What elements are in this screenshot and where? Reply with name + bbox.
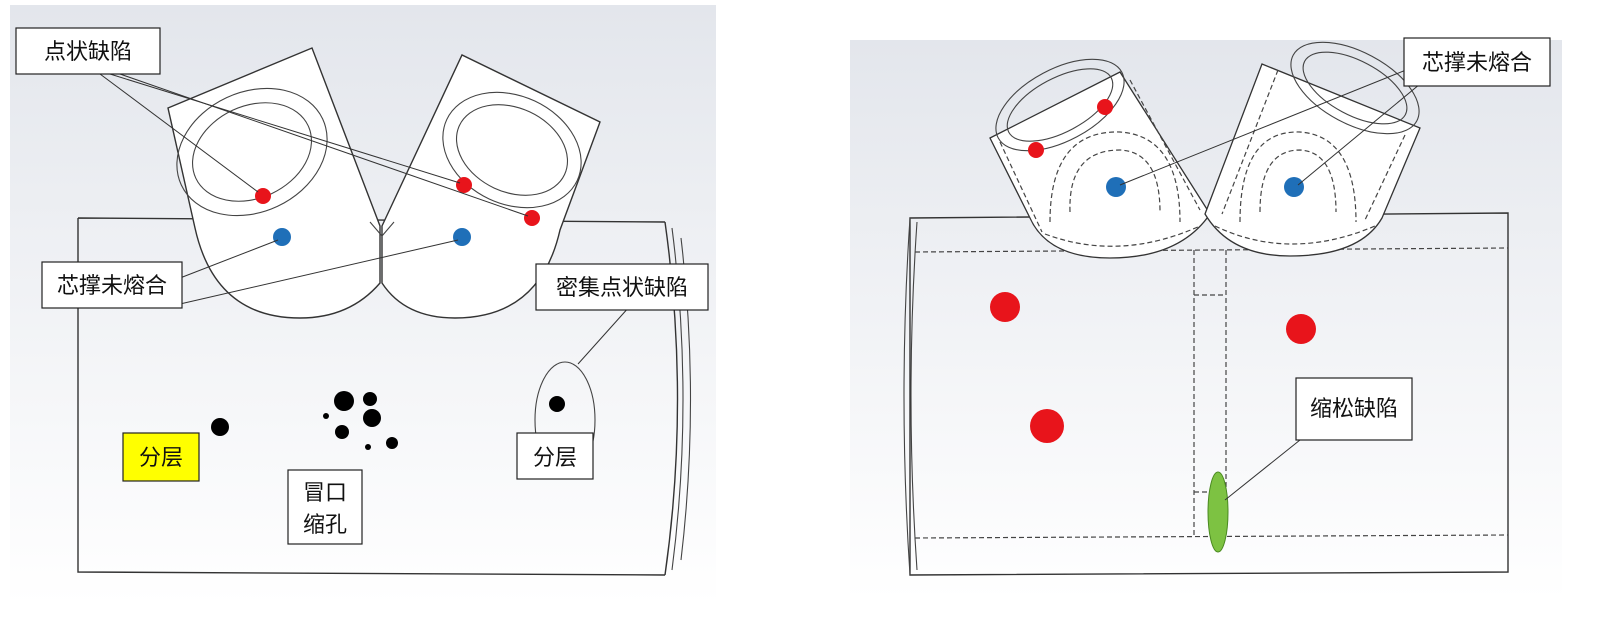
dense-defect-marker	[549, 396, 565, 412]
label-delamination-yellow-text: 分层	[139, 446, 183, 471]
point-defect-marker	[255, 188, 271, 204]
right-left-branch-pipe	[989, 58, 1211, 259]
left-panel: 点状缺陷 芯撑未熔合 密集点状缺陷 分层 冒口 缩孔 分层	[10, 5, 716, 605]
right-panel-background	[850, 40, 1562, 600]
label-delamination-yellow: 分层	[122, 432, 200, 482]
left-leader-lines	[99, 73, 631, 365]
riser-shrinkage-cluster	[323, 391, 398, 450]
label-shrinkage-porosity: 缩松缺陷	[1295, 377, 1413, 441]
left-branch-pipe	[167, 47, 381, 319]
point-defect-marker	[524, 210, 540, 226]
chaplet-marker	[1284, 177, 1304, 197]
right-panel: 芯撑未熔合 缩松缺陷	[850, 37, 1562, 600]
chaplet-marker	[273, 228, 291, 246]
shrinkage-porosity-marker	[1207, 471, 1229, 553]
right-right-branch-pipe	[1204, 41, 1421, 257]
point-defect-marker	[1286, 314, 1316, 344]
point-defect-marker	[1097, 99, 1113, 115]
chaplet-marker	[453, 228, 471, 246]
label-shrinkage-porosity-text: 缩松缺陷	[1310, 397, 1398, 422]
label-chaplet-unfused-text: 芯撑未熔合	[57, 274, 167, 299]
label-dense-point-defect-text: 密集点状缺陷	[556, 276, 688, 301]
label-riser-text: 冒口	[303, 481, 347, 506]
label-dense-point-defect: 密集点状缺陷	[535, 263, 709, 311]
label-chaplet-unfused-right-text: 芯撑未熔合	[1422, 51, 1532, 76]
point-defect-marker	[990, 292, 1020, 322]
label-point-defect-text: 点状缺陷	[44, 40, 132, 65]
label-delamination: 分层	[516, 432, 594, 480]
label-shrinkage-hole-text: 缩孔	[303, 513, 347, 538]
chaplet-marker	[1106, 177, 1126, 197]
right-branch-pipe	[369, 54, 601, 319]
point-defect-marker	[1030, 409, 1064, 443]
label-point-defect: 点状缺陷	[15, 27, 161, 75]
delamination-marker	[211, 418, 229, 436]
point-defect-marker	[456, 177, 472, 193]
right-leader-lines	[1119, 69, 1421, 501]
label-chaplet-unfused-left: 芯撑未熔合	[41, 261, 183, 309]
label-chaplet-unfused-right: 芯撑未熔合	[1403, 37, 1551, 87]
point-defect-marker	[1028, 142, 1044, 158]
label-delamination-text: 分层	[533, 446, 577, 471]
label-riser-shrinkage: 冒口 缩孔	[287, 469, 363, 545]
